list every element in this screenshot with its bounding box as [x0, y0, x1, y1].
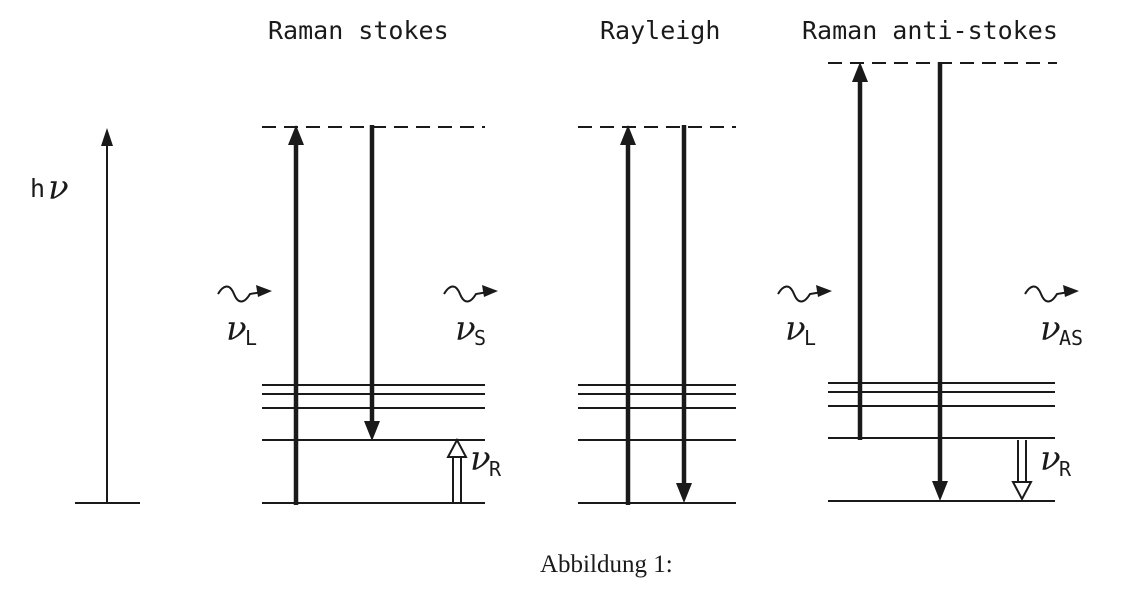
- energy-axis-arrowhead: [101, 128, 113, 146]
- panel-rayleigh: Rayleigh: [578, 16, 736, 505]
- stokes-emission-arrowhead: [364, 421, 380, 441]
- vibration-arrowhead: [446, 437, 468, 458]
- panel-raman-stokes: Raman stokes ν L ν S ν R: [217, 16, 502, 505]
- rayleigh-emission-arrowhead: [676, 483, 692, 503]
- vibration-frequency-nu: ν: [1040, 439, 1061, 479]
- incident-photon-nu: ν: [226, 309, 247, 349]
- incident-photon-arrowhead: [256, 285, 272, 297]
- vibration-arrowhead: [1011, 481, 1033, 502]
- stokes-photon-wave: [443, 285, 489, 303]
- vibration-frequency-sub: R: [1059, 457, 1072, 481]
- incident-photon-wave: [777, 285, 823, 303]
- incident-photon-sub: L: [804, 326, 816, 350]
- stokes-photon-arrowhead: [482, 285, 498, 297]
- incident-photon-sub: L: [245, 326, 257, 350]
- incident-photon-nu: ν: [785, 309, 806, 349]
- incident-photon-wave: [217, 285, 263, 303]
- excitation-arrowhead: [620, 125, 636, 145]
- incident-photon-arrowhead: [816, 285, 832, 297]
- panel-title-raman-stokes: Raman stokes: [268, 16, 449, 45]
- energy-axis-h: h: [30, 174, 45, 203]
- excitation-arrowhead: [288, 125, 304, 145]
- excitation-arrowhead: [852, 62, 868, 82]
- stokes-photon-sub: S: [474, 326, 486, 350]
- energy-axis-nu: ν: [48, 168, 69, 208]
- anti-stokes-photon-sub: AS: [1059, 326, 1083, 350]
- anti-stokes-photon-wave: [1024, 285, 1070, 303]
- energy-axis: h ν: [30, 128, 140, 504]
- anti-stokes-photon-arrowhead: [1063, 285, 1079, 297]
- stokes-photon-nu: ν: [455, 309, 476, 349]
- vibration-frequency-nu: ν: [470, 439, 491, 479]
- anti-stokes-photon-nu: ν: [1040, 309, 1061, 349]
- panel-title-raman-anti-stokes: Raman anti-stokes: [802, 16, 1058, 45]
- figure-caption: Abbildung 1:: [540, 551, 673, 578]
- anti-stokes-emission-arrowhead: [932, 481, 948, 501]
- panel-raman-anti-stokes: Raman anti-stokes ν L ν AS ν R: [777, 16, 1083, 502]
- panel-title-rayleigh: Rayleigh: [600, 16, 720, 45]
- vibration-frequency-sub: R: [489, 457, 502, 481]
